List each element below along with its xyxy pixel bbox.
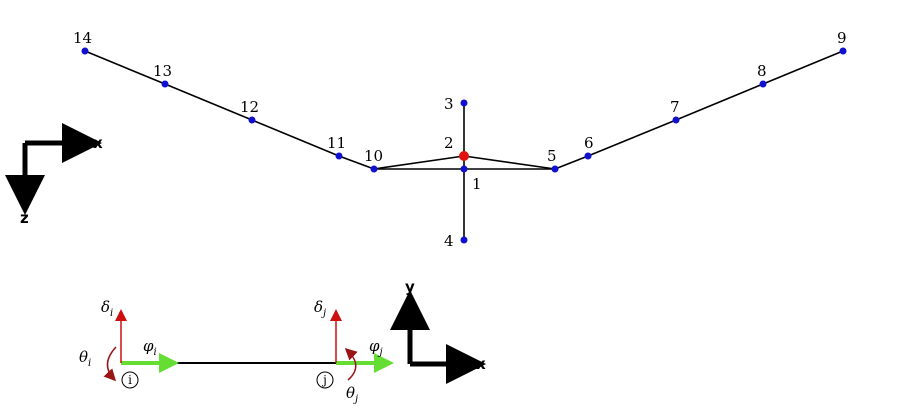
node-i-label: i — [128, 373, 132, 387]
element-x-axis-label: x — [476, 355, 486, 373]
node-2 — [459, 151, 469, 161]
node-label-12: 12 — [240, 98, 259, 116]
node-14 — [81, 47, 89, 55]
element-diagram: i j δi δj φi φj θi θj — [79, 298, 394, 405]
theta-i-arrow — [103, 346, 117, 382]
element-y-axis-label: y — [405, 278, 415, 296]
node-label-14: 14 — [73, 29, 92, 47]
node-label-6: 6 — [584, 134, 594, 152]
node-11 — [335, 152, 343, 160]
node-label-2: 2 — [444, 134, 454, 152]
node-8 — [759, 80, 767, 88]
phi-i-label: φi — [143, 337, 157, 358]
node-label-3: 3 — [444, 95, 454, 113]
node-label-10: 10 — [364, 147, 383, 165]
member-11-10 — [338, 155, 375, 170]
node-label-13: 13 — [153, 62, 172, 80]
node-12 — [248, 116, 256, 124]
member-14-13 — [84, 50, 166, 85]
node-1 — [460, 165, 468, 173]
theta-i-label: θi — [79, 348, 91, 369]
node-label-7: 7 — [670, 98, 680, 116]
node-10 — [370, 165, 378, 173]
member-7-8 — [675, 83, 764, 121]
node-label-1: 1 — [472, 175, 482, 193]
member-8-9 — [762, 50, 844, 85]
node-label-8: 8 — [757, 62, 767, 80]
node-6 — [584, 152, 592, 160]
member-2-5 — [463, 155, 556, 170]
node-label-5: 5 — [547, 147, 557, 165]
member-13-12 — [164, 83, 253, 121]
structure-nodes — [81, 47, 847, 244]
element-axes: y x — [390, 278, 486, 384]
node-7 — [672, 116, 680, 124]
node-4 — [460, 236, 468, 244]
node-9 — [839, 47, 847, 55]
node-3 — [460, 99, 468, 107]
node-5 — [551, 165, 559, 173]
member-10-2 — [373, 155, 465, 170]
node-i-circle — [121, 371, 139, 389]
x-axis-label: x — [93, 134, 103, 152]
phi-j-label: φj — [369, 337, 383, 358]
member-6-7 — [587, 119, 677, 157]
delta-i-label: δi — [101, 298, 113, 319]
theta-j-label: θj — [346, 384, 358, 405]
node-label-4: 4 — [444, 232, 454, 250]
structure-members — [84, 50, 844, 240]
node-label-11: 11 — [327, 134, 346, 152]
structure-axes: x z — [5, 123, 103, 227]
node-13 — [161, 80, 169, 88]
node-j-circle — [316, 371, 334, 389]
delta-j-label: δj — [314, 298, 326, 319]
member-5-6 — [554, 155, 589, 170]
z-axis-label: z — [20, 209, 29, 227]
member-12-11 — [251, 119, 340, 157]
theta-j-arrow — [344, 347, 358, 381]
node-j-label: j — [321, 373, 327, 387]
node-label-9: 9 — [837, 29, 847, 47]
